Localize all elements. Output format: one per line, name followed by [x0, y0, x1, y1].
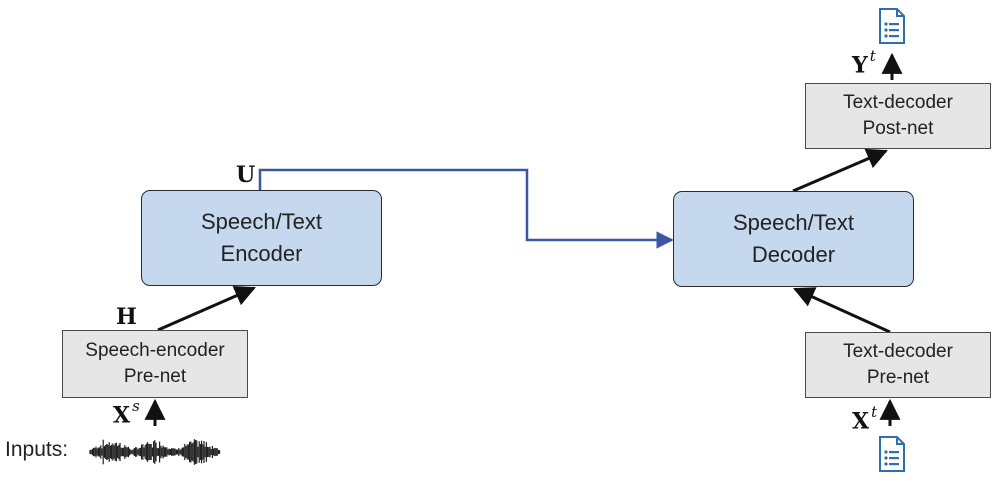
arrow-prenet-to-encoder [157, 285, 256, 332]
speech-encoder-prenet-box: Speech-encoder Pre-net [62, 330, 248, 398]
speech-text-decoder-box: Speech/Text Decoder [673, 191, 914, 287]
symbol-yt-sup: t [869, 47, 876, 65]
text-decoder-prenet-box: Text-decoder Pre-net [805, 332, 991, 398]
symbol-yt-base: Y [852, 52, 868, 79]
encoder-line1: Speech/Text [200, 209, 323, 234]
document-icon-input [879, 436, 905, 472]
decoder-line2: Decoder [751, 242, 836, 267]
symbol-u: U [236, 162, 256, 188]
speech-encoder-prenet-line2: Pre-net [123, 366, 187, 387]
inputs-label: Inputs: [5, 438, 69, 461]
speech-encoder-prenet-line1: Speech-encoder [85, 340, 225, 361]
arrow-text-prenet-to-decoder [793, 287, 891, 334]
symbol-xt-sup: t [871, 403, 878, 421]
symbol-xs-base: X [113, 402, 131, 429]
symbol-xt-base: X [852, 408, 870, 435]
arrow-decoder-to-postnet [792, 148, 888, 193]
text-decoder-postnet-box: Text-decoder Post-net [805, 83, 991, 149]
decoder-line1: Speech/Text [732, 210, 855, 235]
text-decoder-postnet-line2: Post-net [862, 118, 934, 139]
symbol-xs-sup: s [132, 397, 140, 415]
symbol-h: H [116, 304, 137, 330]
text-decoder-prenet-line2: Pre-net [866, 367, 930, 388]
text-decoder-postnet-line1: Text-decoder [843, 92, 953, 113]
document-icon-output [879, 8, 905, 44]
arrow-encoder-to-decoder [258, 168, 674, 249]
speech-text-encoder-box: Speech/Text Encoder [141, 190, 382, 286]
waveform-icon [89, 439, 221, 465]
encoder-line2: Encoder [220, 241, 303, 266]
text-decoder-prenet-line1: Text-decoder [843, 341, 953, 362]
